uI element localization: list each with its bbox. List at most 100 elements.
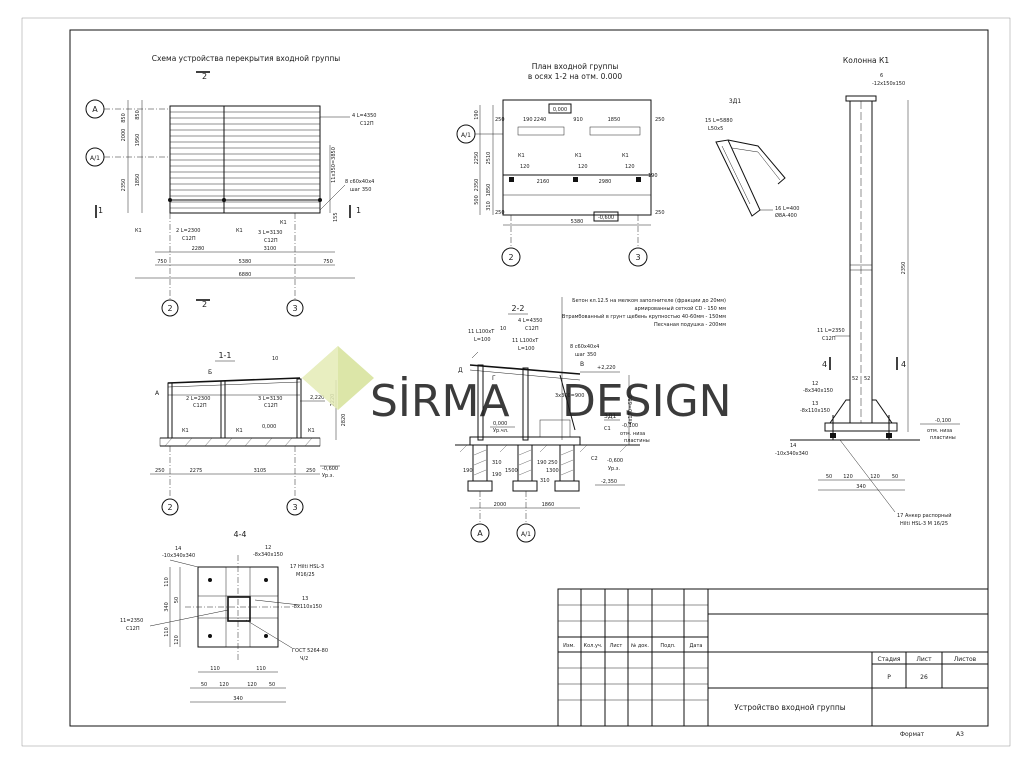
axis-a-label: А	[92, 105, 98, 114]
svg-text:340: 340	[233, 696, 243, 702]
svg-text:пластины: пластины	[624, 438, 650, 444]
svg-text:+2,220: +2,220	[597, 365, 616, 371]
svg-text:250: 250	[306, 468, 316, 474]
svg-text:340: 340	[856, 484, 866, 490]
svg-text:Ур.з.: Ур.з.	[322, 473, 334, 479]
sheet-outer-border	[21, 17, 1011, 747]
svg-text:910: 910	[573, 117, 583, 123]
svg-text:К1: К1	[182, 428, 189, 434]
stamp-sheet-label: Лист	[916, 656, 932, 663]
svg-text:2350: 2350	[901, 262, 907, 275]
stamp-header-list: Лист	[610, 643, 623, 649]
svg-text:250: 250	[655, 117, 665, 123]
svg-text:А/1: А/1	[521, 531, 531, 538]
svg-text:-0,600: -0,600	[598, 215, 614, 221]
svg-text:L50х5: L50х5	[708, 126, 723, 132]
svg-text:1: 1	[356, 206, 361, 215]
watermark-part1: SİRMA	[370, 375, 510, 427]
svg-text:10: 10	[272, 356, 278, 362]
watermark-logo: SİRMA DESIGN	[302, 346, 732, 427]
svg-text:Ур.чл.: Ур.чл.	[493, 428, 509, 434]
svg-text:13: 13	[812, 401, 818, 407]
svg-text:4: 4	[901, 360, 906, 369]
svg-text:-12х150х150: -12х150х150	[872, 81, 905, 87]
svg-text:50: 50	[269, 682, 275, 688]
svg-text:190: 190	[648, 173, 658, 179]
svg-text:1860: 1860	[542, 502, 555, 508]
svg-text:Ч/2: Ч/2	[300, 656, 308, 662]
section-2-2: 2-2 Бетон кл.12.5 на мелком заполнителе …	[455, 297, 727, 543]
svg-text:-2,350: -2,350	[601, 479, 617, 485]
svg-text:1: 1	[98, 206, 103, 215]
svg-text:3Д1: 3Д1	[604, 413, 617, 420]
svg-text:2: 2	[167, 503, 172, 512]
svg-text:110: 110	[256, 666, 266, 672]
svg-text:12: 12	[812, 381, 818, 387]
svg-text:2000: 2000	[121, 129, 127, 142]
svg-text:С12П: С12П	[525, 326, 539, 332]
svg-text:С12П: С12П	[264, 238, 278, 244]
stamp-header-izm: Изм.	[563, 643, 575, 649]
svg-text:2980: 2980	[599, 179, 612, 185]
svg-text:2,220: 2,220	[310, 395, 324, 401]
svg-text:ГОСТ 5264-80: ГОСТ 5264-80	[292, 648, 328, 654]
svg-text:1-1: 1-1	[218, 351, 231, 360]
svg-text:С12П: С12П	[182, 236, 196, 242]
svg-text:шаг 350: шаг 350	[350, 187, 371, 193]
section-1-1: 1-1 10 Б А 2 L=2300 С12П 3 L=3130 С12П К…	[150, 351, 347, 516]
svg-text:4: 4	[822, 360, 827, 369]
plan-title-line1: План входной группы	[532, 62, 619, 71]
svg-text:250: 250	[155, 468, 165, 474]
svg-text:Г: Г	[492, 375, 496, 382]
svg-text:2160: 2160	[537, 179, 550, 185]
svg-text:0,000: 0,000	[553, 107, 567, 113]
stamp-sheet-value: 26	[920, 674, 928, 681]
svg-text:С1: С1	[604, 426, 611, 432]
svg-text:250: 250	[548, 460, 558, 466]
svg-text:3 L=3130: 3 L=3130	[258, 230, 282, 236]
svg-text:50: 50	[892, 474, 898, 480]
svg-text:0,000: 0,000	[493, 421, 507, 427]
svg-text:16 L=400: 16 L=400	[775, 206, 799, 212]
svg-text:-0,600: -0,600	[322, 466, 338, 472]
svg-text:С2: С2	[591, 456, 598, 462]
svg-text:-8х110х150: -8х110х150	[800, 408, 830, 414]
svg-text:К1: К1	[135, 228, 142, 234]
svg-text:-8х340х150: -8х340х150	[253, 552, 283, 558]
svg-text:С12П: С12П	[193, 403, 207, 409]
svg-text:11 L=2350: 11 L=2350	[817, 328, 845, 334]
stamp-header-sign: Подп.	[660, 643, 676, 649]
svg-text:шаг 350: шаг 350	[575, 352, 596, 358]
svg-text:14: 14	[175, 546, 181, 552]
svg-text:отм. низа: отм. низа	[620, 431, 645, 437]
svg-text:2-2: 2-2	[511, 304, 524, 313]
svg-text:Д: Д	[458, 367, 463, 374]
svg-text:250: 250	[495, 210, 505, 216]
svg-text:-0,100: -0,100	[622, 423, 638, 429]
svg-text:2250: 2250	[474, 152, 480, 165]
svg-text:4 L=4350: 4 L=4350	[352, 113, 376, 119]
stamp-sheets-label: Листов	[954, 656, 977, 663]
scheme-title: Схема устройства перекрытия входной груп…	[152, 54, 341, 63]
svg-text:С12П: С12П	[264, 403, 278, 409]
svg-text:2350: 2350	[474, 179, 480, 192]
svg-text:0,000: 0,000	[262, 424, 276, 430]
svg-text:750: 750	[157, 259, 167, 265]
svg-text:армированный сеткой CD - 150 м: армированный сеткой CD - 150 мм	[635, 305, 727, 312]
svg-text:850: 850	[121, 113, 127, 123]
svg-text:1850: 1850	[608, 117, 621, 123]
svg-text:2: 2	[202, 72, 207, 81]
svg-text:190: 190	[523, 117, 533, 123]
svg-text:1850: 1850	[486, 184, 492, 197]
svg-text:5380: 5380	[571, 219, 584, 225]
svg-text:1950: 1950	[135, 134, 141, 147]
svg-text:К1: К1	[622, 153, 629, 159]
entrance-plan: 0,000 -0,600 К1 К1 К1 120 120 120 2240 9…	[456, 99, 665, 267]
svg-text:52: 52	[852, 376, 858, 382]
svg-text:190: 190	[463, 468, 473, 474]
svg-text:А: А	[477, 529, 483, 538]
svg-text:11х350=3850: 11х350=3850	[331, 147, 337, 183]
format-value: А3	[956, 731, 964, 738]
svg-text:190: 190	[537, 460, 547, 466]
